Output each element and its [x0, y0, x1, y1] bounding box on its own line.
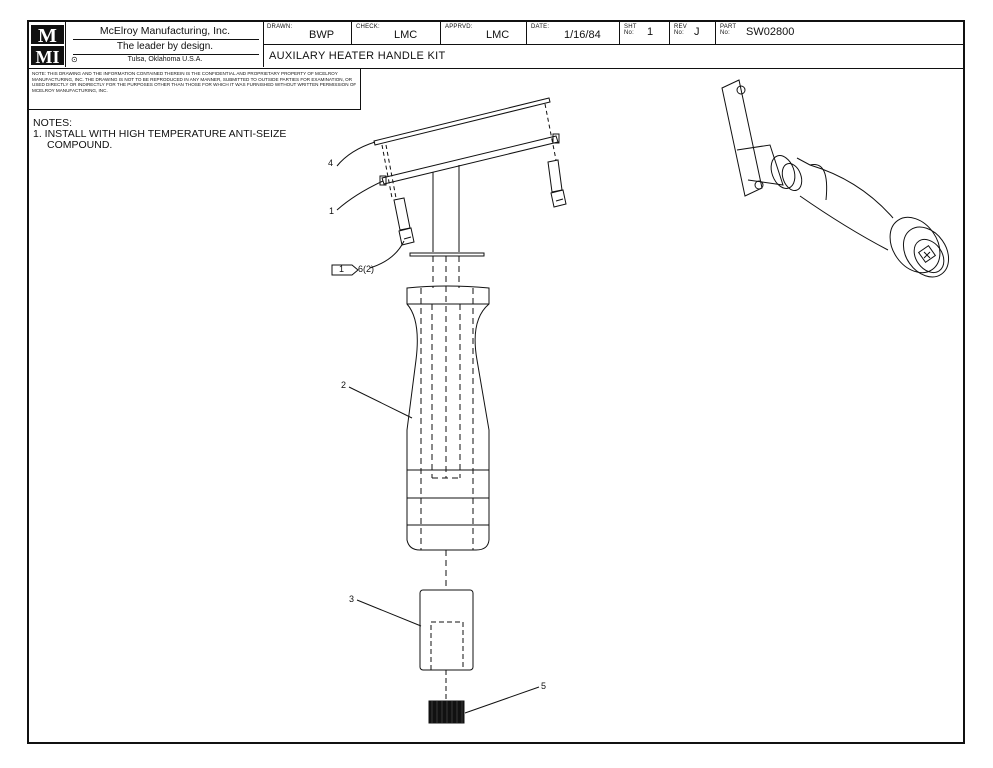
revision-field: REV No: J — [670, 22, 716, 44]
notes-heading: NOTES: — [33, 117, 73, 129]
sheet-number-field: SHT No: 1 — [620, 22, 670, 44]
cap-screw-left — [393, 197, 415, 246]
company-location: Tulsa, Oklahoma U.S.A. — [127, 56, 203, 63]
note-1-continued: COMPOUND. — [47, 139, 113, 151]
notes-section: NOTES: 1. INSTALL WITH HIGH TEMPERATURE … — [33, 118, 286, 151]
company-name: McElroy Manufacturing, Inc. — [99, 25, 231, 37]
confidentiality-notice: NOTE: THIS DRAWING AND THE INFORMATION C… — [29, 68, 361, 110]
company-info: McElroy Manufacturing, Inc. The leader b… — [67, 22, 263, 67]
balloon-6: 6(2) — [358, 264, 375, 274]
threaded-insert — [419, 589, 474, 671]
svg-text:MI: MI — [36, 47, 60, 67]
leader-lines — [336, 141, 540, 714]
washer — [409, 252, 485, 257]
note-flag: 1 — [331, 264, 359, 276]
svg-text:M: M — [38, 25, 57, 47]
balloon-1: 1 — [329, 206, 335, 216]
note-1: 1. INSTALL WITH HIGH TEMPERATURE ANTI-SE… — [33, 128, 287, 140]
approved-field: APPRVD: LMC — [441, 22, 527, 44]
bracket-bar — [379, 133, 560, 186]
check-field: CHECK: LMC — [352, 22, 441, 44]
drawing-title: AUXILARY HEATER HANDLE KIT — [269, 50, 446, 62]
company-logo: M MI — [29, 22, 66, 67]
set-screw — [428, 700, 465, 724]
title-block: M MI McElroy Manufacturing, Inc. The lea… — [29, 22, 963, 69]
balloon-5: 5 — [541, 681, 547, 691]
balloon-3: 3 — [349, 594, 355, 604]
drawing-sheet: M MI McElroy Manufacturing, Inc. The lea… — [27, 20, 965, 744]
balloon-4: 4 — [328, 158, 334, 168]
part-number-field: PART No: SW02800 — [720, 24, 795, 38]
balloon-2: 2 — [341, 380, 347, 390]
handle-hidden-lines — [420, 288, 474, 590]
registered-mark-icon: ⊙ — [71, 55, 78, 64]
mounting-plate — [373, 97, 551, 146]
drawn-field: DRAWN: BWP — [263, 22, 352, 44]
handle-grip — [406, 285, 490, 551]
isometric-view — [721, 79, 950, 278]
center-shaft — [432, 165, 460, 252]
cap-screw-right — [547, 159, 567, 208]
date-field: DATE: 1/16/84 — [527, 22, 620, 44]
company-tagline: The leader by design. — [116, 41, 214, 52]
